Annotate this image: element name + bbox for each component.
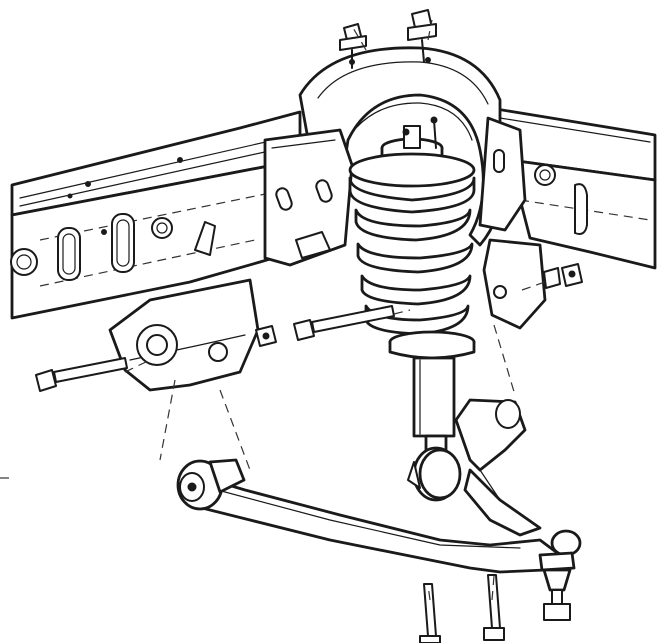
lower-control-arm [176, 448, 562, 574]
coil-spring [348, 152, 476, 360]
frame-slot-holes [10, 213, 173, 281]
assembly-guide-lines [0, 19, 546, 601]
frame-rail [10, 110, 302, 320]
frame-crossmember [488, 106, 657, 270]
spring-tower-bracket [108, 46, 547, 392]
pivot-bolt [35, 305, 505, 643]
ball-joint [538, 529, 582, 621]
stud [339, 23, 367, 69]
nut [255, 263, 583, 347]
pivot-bushing [176, 458, 246, 511]
